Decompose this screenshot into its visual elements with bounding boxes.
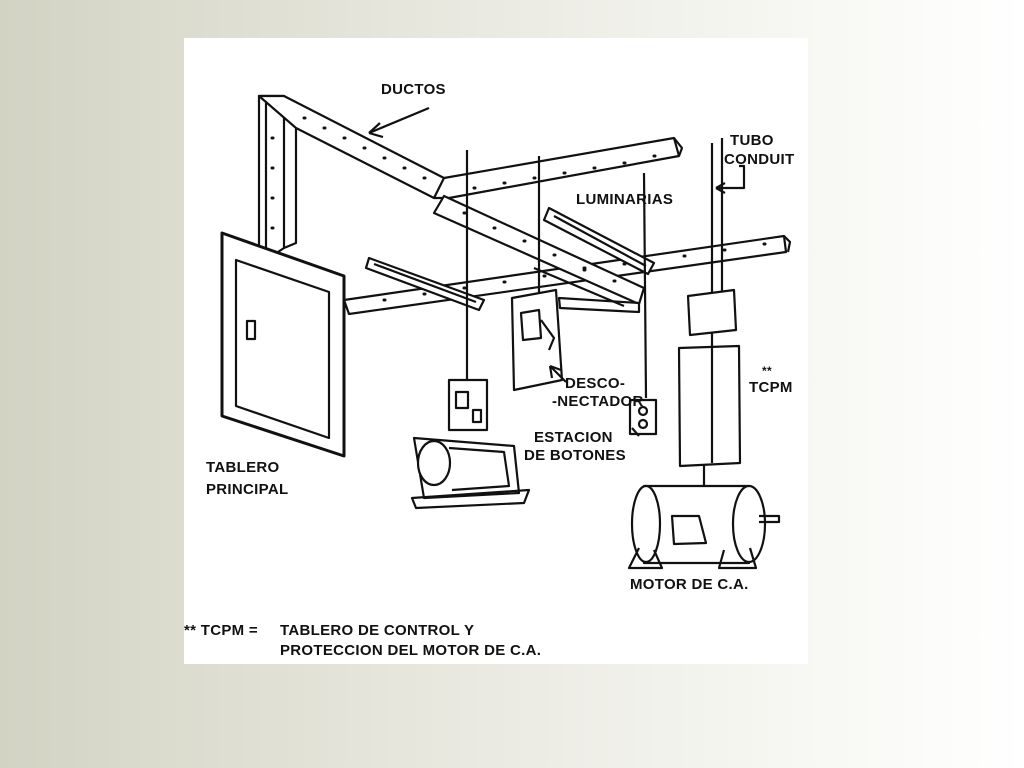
label-motor: MOTOR DE C.A.	[630, 576, 749, 593]
label-tcpm: TCPM	[749, 379, 793, 396]
main-panel	[220, 231, 346, 458]
footnote-marker: ** TCPM =	[184, 622, 258, 639]
luminaires	[364, 206, 656, 314]
grinder-control-box	[447, 378, 489, 432]
ac-motor	[627, 484, 781, 570]
label-conduit: CONDUIT	[724, 151, 795, 168]
label-nectador: -NECTADOR	[552, 393, 644, 410]
electrical-installation-diagram: DUCTOS TUBO CONDUIT LUMINARIAS ** TCPM D…	[184, 38, 808, 664]
diagram-drawing	[220, 94, 792, 570]
label-estacion: ESTACION	[534, 429, 613, 446]
label-tablero: TABLERO	[206, 459, 280, 476]
label-desco: DESCO-	[565, 375, 626, 392]
duct-top	[257, 94, 684, 200]
push-button-station	[628, 398, 658, 436]
footnote-line1: TABLERO DE CONTROL Y	[280, 622, 475, 639]
label-luminarias: LUMINARIAS	[576, 191, 674, 208]
disconnector	[510, 288, 564, 392]
label-de-botones: DE BOTONES	[524, 447, 626, 464]
label-tcpm-mark: **	[762, 364, 772, 378]
duct-perforations	[270, 116, 767, 302]
conduit-drops	[465, 138, 724, 488]
label-ductos: DUCTOS	[381, 81, 446, 98]
label-tubo: TUBO	[730, 132, 774, 149]
footnote-line2: PROTECCION DEL MOTOR DE C.A.	[280, 642, 542, 659]
leader-arrows	[368, 106, 746, 437]
tcpm-panel	[677, 288, 742, 468]
bench-grinder	[410, 436, 531, 510]
label-principal: PRINCIPAL	[206, 481, 289, 498]
